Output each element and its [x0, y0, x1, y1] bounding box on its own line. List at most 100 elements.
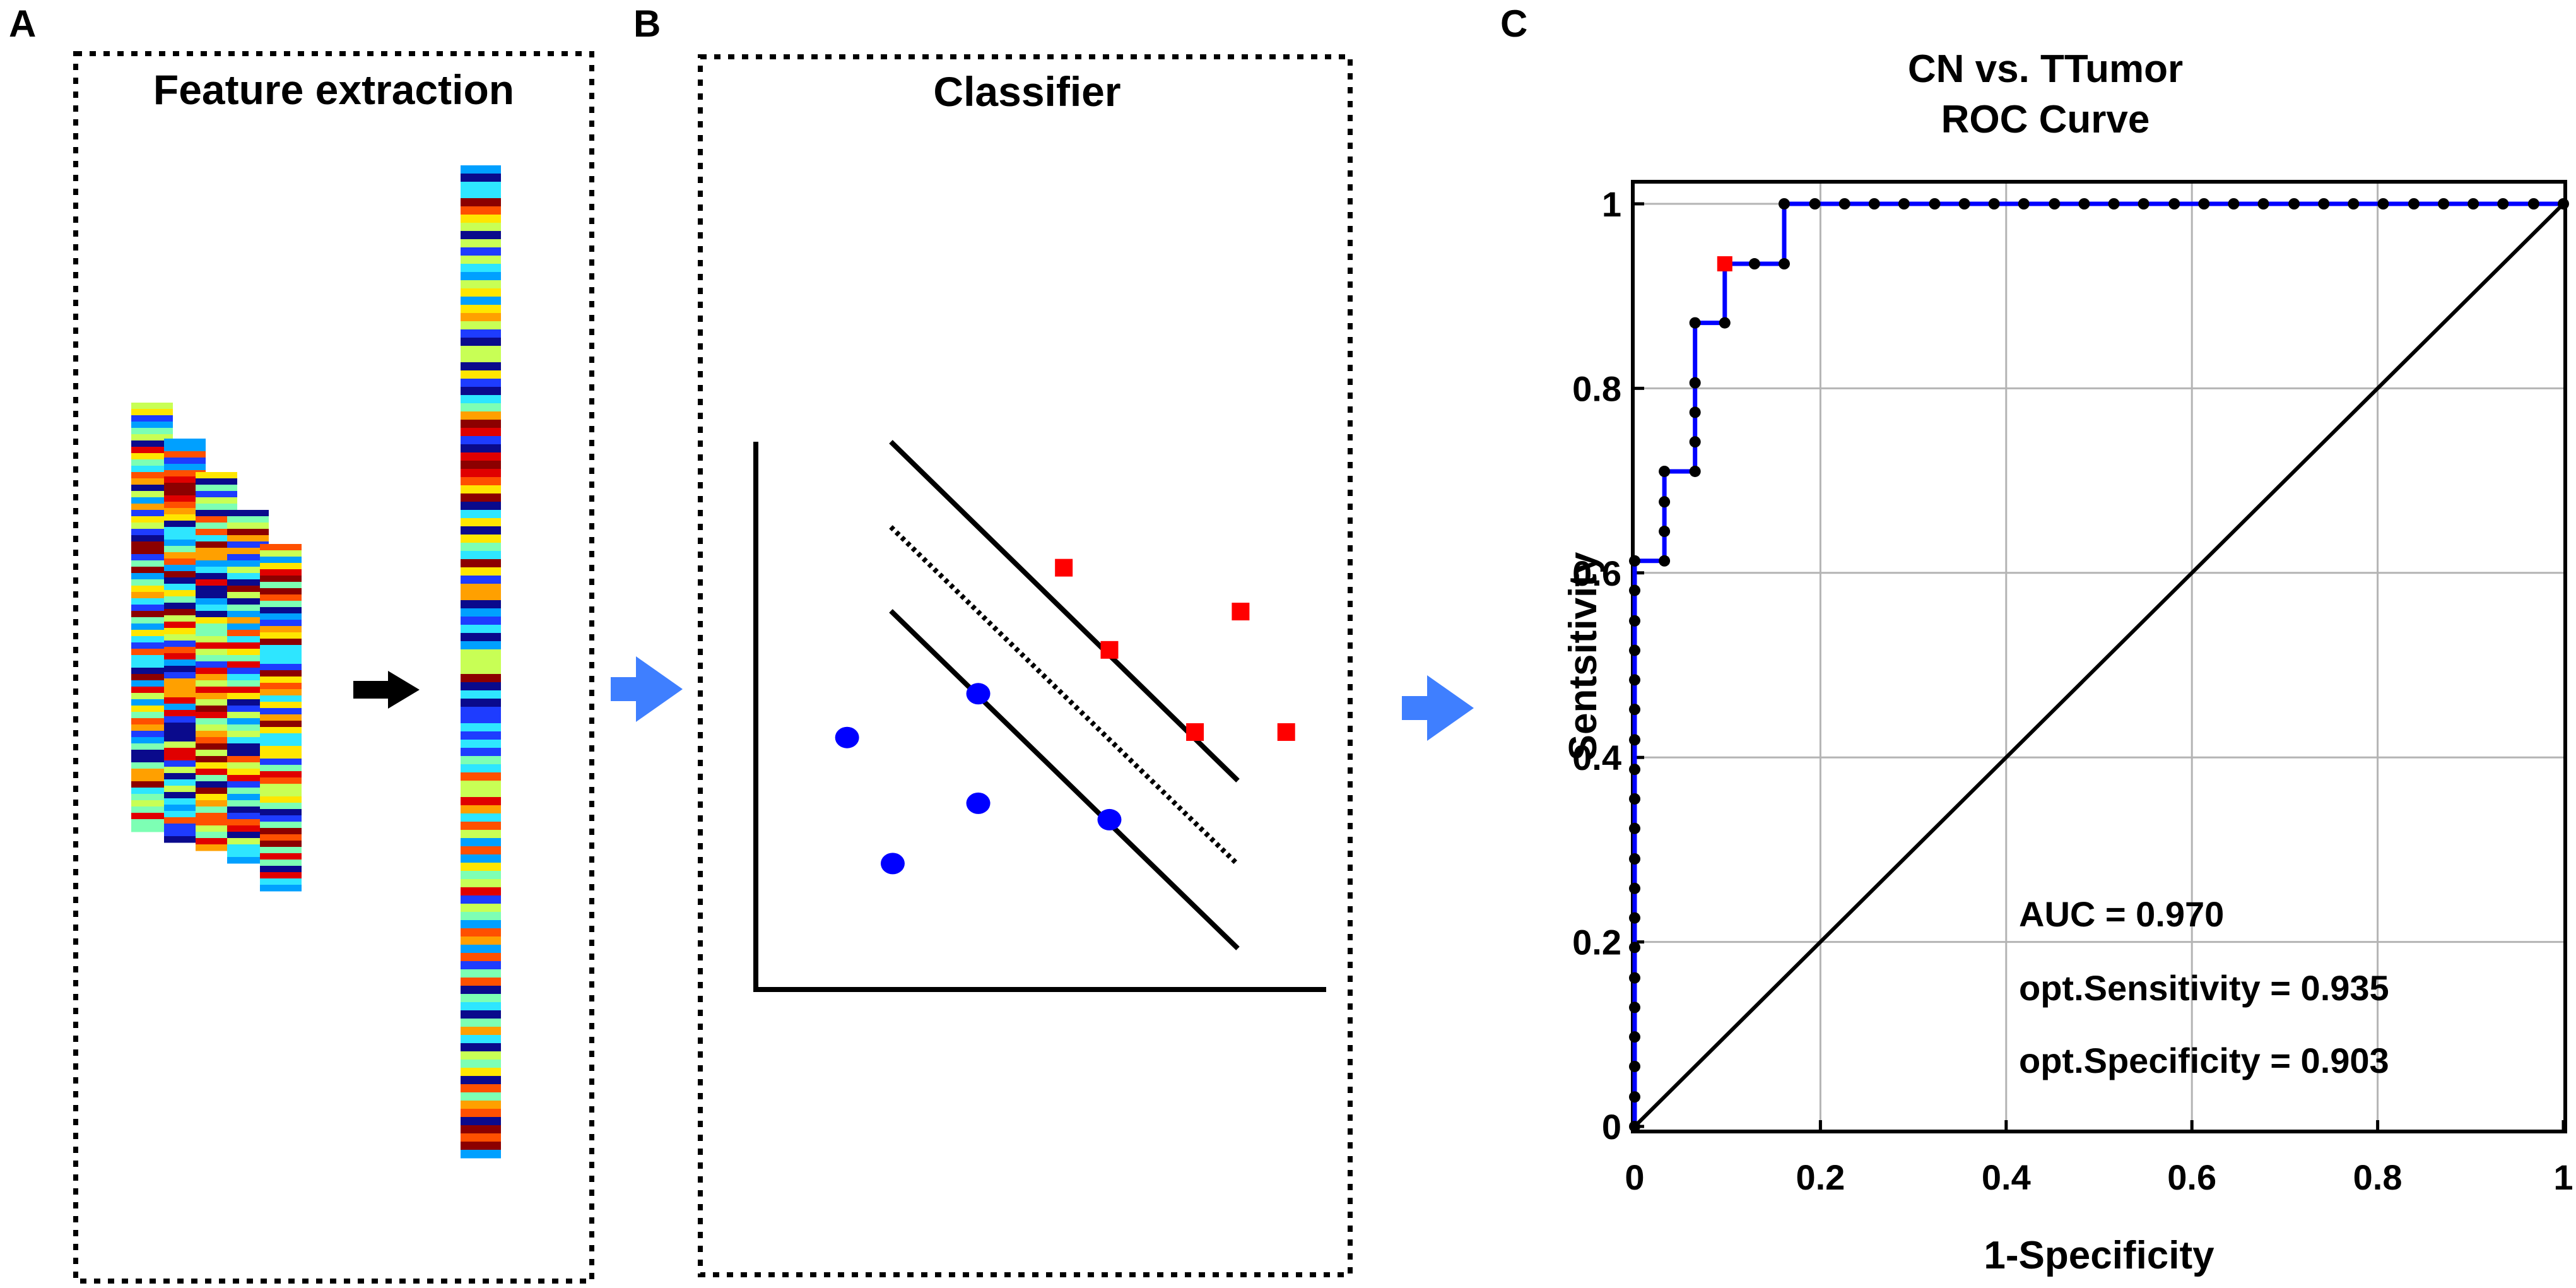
roc-point: [1689, 465, 1701, 477]
roc-point: [1659, 555, 1671, 567]
roc-point: [1629, 555, 1640, 567]
feature-map: [164, 439, 206, 843]
class-circle-marker: [880, 853, 905, 875]
class-square-marker: [1055, 558, 1073, 577]
y-tick-label: 0: [1602, 1107, 1621, 1147]
opt-sensitivity-annotation: opt.Sensitivity = 0.935: [2019, 968, 2389, 1008]
roc-point: [2018, 198, 2030, 210]
x-axis-label: 1-Specificity: [1984, 1234, 2214, 1277]
roc-point: [1629, 1121, 1640, 1132]
feature-map: [260, 544, 302, 892]
panel-b-title: Classifier: [933, 68, 1120, 115]
panel-a-title: Feature extraction: [153, 66, 514, 113]
arrow-b-to-c: [1402, 675, 1474, 741]
extraction-arrow: [353, 671, 420, 709]
roc-point: [2138, 198, 2150, 210]
roc-point: [1629, 793, 1640, 805]
x-tick-label: 1: [2553, 1157, 2573, 1197]
x-tick-label: 0: [1625, 1157, 1644, 1197]
roc-point: [1689, 406, 1701, 418]
roc-chance-diagonal: [1633, 202, 2565, 1128]
roc-point: [1629, 734, 1640, 746]
roc-point: [1719, 317, 1731, 329]
roc-point: [2527, 198, 2539, 210]
y-axis-label: Sentsitivity: [1561, 552, 1605, 760]
roc-point: [1659, 496, 1671, 508]
roc-point: [2558, 198, 2569, 210]
roc-point: [1629, 942, 1640, 954]
roc-point: [2377, 198, 2389, 210]
roc-point: [1689, 317, 1701, 329]
roc-point: [2467, 198, 2479, 210]
roc-point: [1778, 198, 1790, 210]
roc-point: [1629, 1031, 1640, 1043]
class-circle-marker: [966, 683, 991, 705]
roc-point: [1659, 465, 1671, 477]
feature-map: [131, 403, 173, 832]
y-tick-label: 1: [1602, 184, 1621, 224]
lower-margin-line: [889, 609, 1240, 950]
panel-b: B Classifier: [633, 3, 1353, 1277]
roc-point: [1748, 258, 1760, 270]
roc-point: [1629, 674, 1640, 686]
classifier-axes: [753, 442, 1326, 992]
roc-point: [1629, 764, 1640, 776]
opt-specificity-annotation: opt.Specificity = 0.903: [2019, 1041, 2389, 1080]
class-square-marker: [1277, 723, 1295, 741]
roc-point: [1809, 198, 1821, 210]
roc-point: [1629, 615, 1640, 627]
roc-point: [1929, 198, 1941, 210]
y-tick-label: 0.6: [1572, 553, 1621, 593]
panel-c-letter: C: [1500, 3, 1527, 45]
roc-point: [1629, 882, 1640, 894]
roc-point: [1629, 584, 1640, 596]
roc-points: [1629, 198, 2569, 1132]
panel-b-letter: B: [633, 3, 661, 45]
decision-boundary: [889, 525, 1240, 866]
roc-point: [2408, 198, 2420, 210]
roc-point: [2078, 198, 2090, 210]
roc-point: [1988, 198, 2000, 210]
upper-margin-line: [889, 440, 1240, 783]
roc-point: [1778, 258, 1790, 270]
auc-annotation: AUC = 0.970: [2019, 894, 2224, 934]
roc-point: [2257, 198, 2269, 210]
arrow-a-to-b: [611, 656, 683, 722]
x-tick-label: 0.8: [2353, 1157, 2403, 1197]
roc-point: [1629, 1060, 1640, 1072]
roc-point: [1629, 912, 1640, 924]
roc-point: [1689, 436, 1701, 448]
roc-point: [1629, 822, 1640, 834]
roc-point: [2049, 198, 2061, 210]
roc-point: [2198, 198, 2210, 210]
y-tick-label: 0.2: [1572, 923, 1621, 962]
panel-a-frame: [73, 51, 594, 1284]
roc-point: [1659, 526, 1671, 538]
roc-point: [1838, 198, 1850, 210]
roc-y-ticks: 00.20.40.60.81: [1572, 184, 1644, 1147]
roc-point: [1629, 972, 1640, 984]
panel-b-frame: [698, 54, 1353, 1277]
panel-a-letter: A: [9, 3, 36, 45]
feature-map: [227, 510, 269, 864]
roc-point: [1629, 644, 1640, 656]
class-circle-marker: [1097, 808, 1122, 830]
roc-point: [2288, 198, 2300, 210]
x-tick-label: 0.2: [1796, 1157, 1845, 1197]
roc-point: [1689, 377, 1701, 389]
roc-point: [2497, 198, 2509, 210]
roc-point: [1898, 198, 1910, 210]
roc-point: [2438, 198, 2450, 210]
x-tick-label: 0.6: [2167, 1157, 2216, 1197]
roc-point: [1629, 704, 1640, 716]
roc-point: [1958, 198, 1970, 210]
class-square-marker: [1186, 723, 1204, 741]
roc-point: [1868, 198, 1880, 210]
roc-point: [1629, 853, 1640, 865]
feature-map-stack: [131, 403, 302, 892]
x-tick-label: 0.4: [1982, 1157, 2031, 1197]
class-square-marker: [1232, 603, 1250, 621]
roc-point: [2318, 198, 2330, 210]
roc-point: [1629, 1001, 1640, 1013]
